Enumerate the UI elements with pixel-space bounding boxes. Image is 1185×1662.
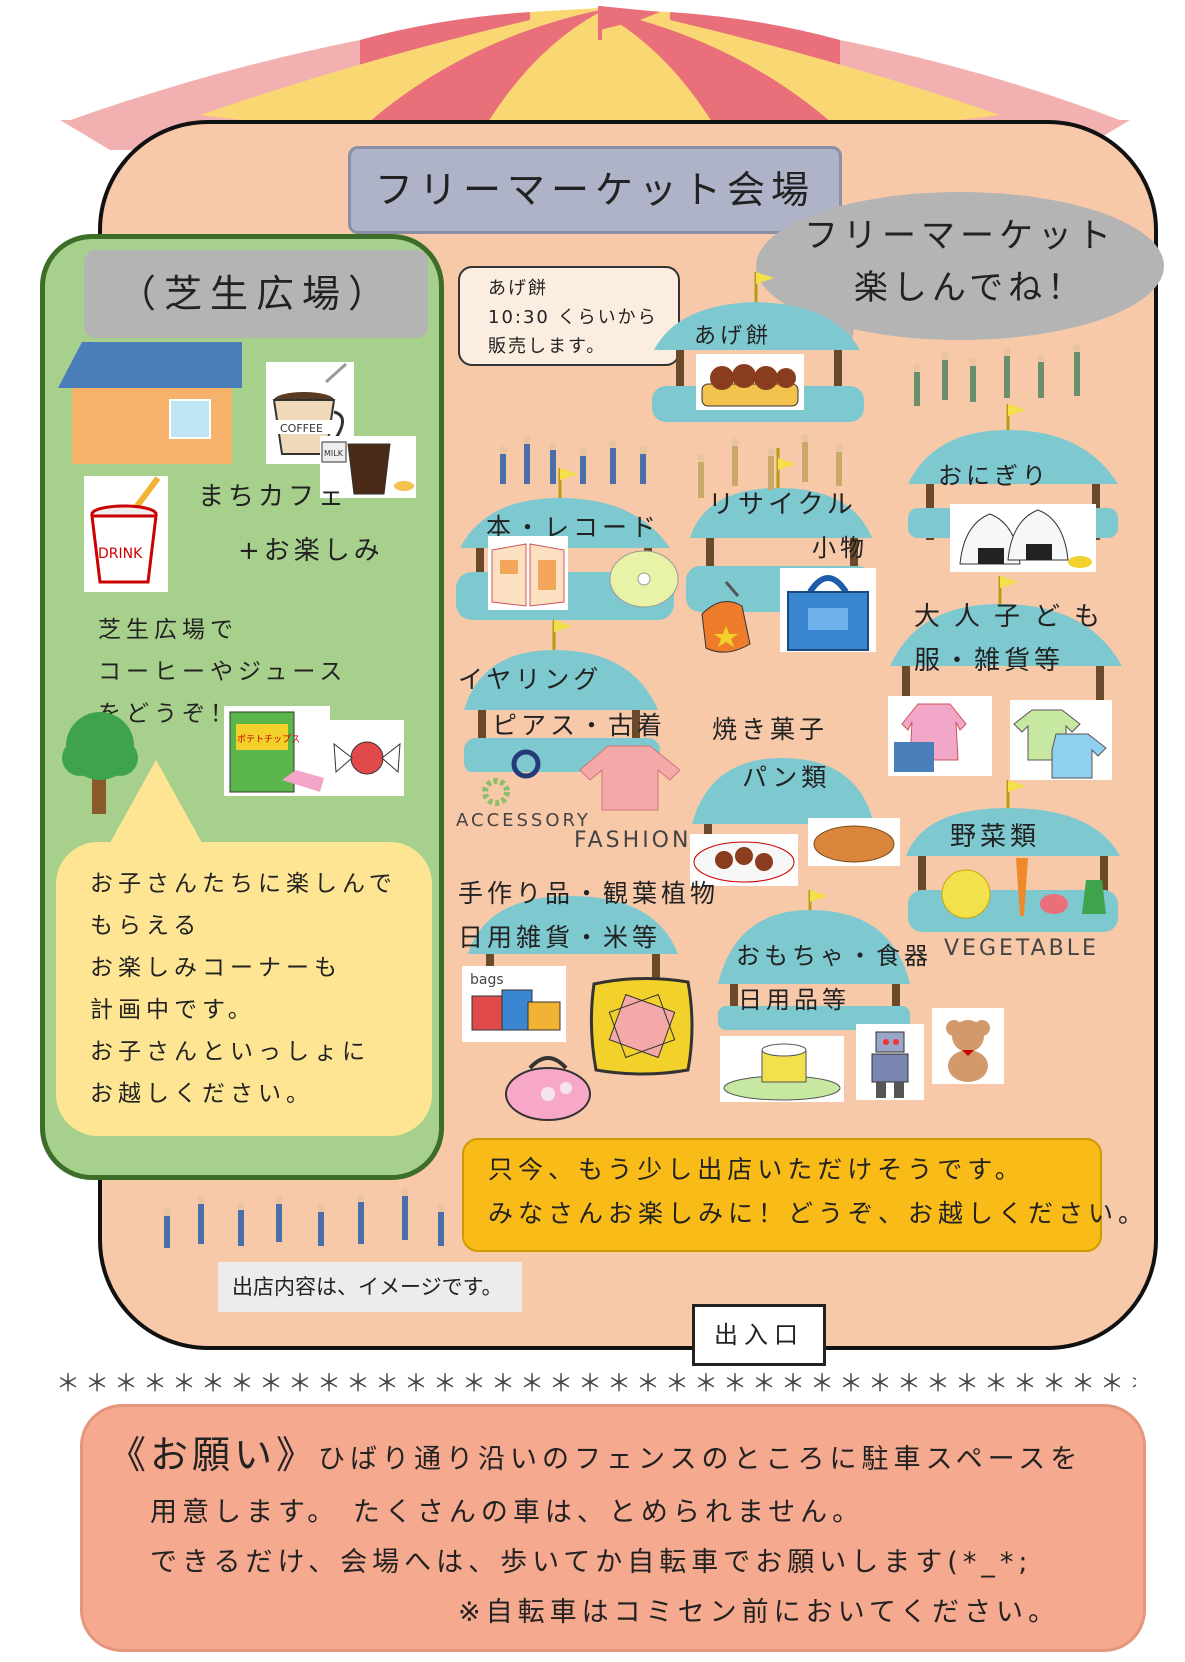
sweater-icon (579, 745, 681, 811)
bubble-line-2: 楽しんでね！ (853, 268, 1087, 308)
crowd-cluster (163, 1188, 445, 1248)
lawn-plaza-label-text: （芝生広場） (117, 272, 394, 316)
kids-text-1: お子さんたちに楽しんで (90, 871, 397, 897)
bubble-line-1: フリーマーケット (804, 216, 1116, 256)
tree-icon (62, 712, 138, 814)
crowd-cluster (499, 436, 647, 484)
necklace-icon (482, 749, 541, 806)
coin-purse-icon (505, 1056, 591, 1121)
agemochi-callout-line-3: 販売します。 (488, 336, 607, 357)
request-line-2: 用意します。 たくさんの車は、とめられません。 (150, 1497, 865, 1528)
robot-icon (856, 1024, 924, 1100)
stall-clothes-label-1: 大人子ども (914, 602, 1115, 632)
tote-bag-icon (780, 568, 876, 652)
stall-vegetables-label: 野菜類 (950, 822, 1041, 852)
dishes-icon (720, 1036, 844, 1102)
stall-handmade-label-2: 日用雑貨・米等 (458, 923, 662, 952)
book-icon (488, 536, 568, 610)
shirt-icon (1010, 700, 1112, 780)
kids-text-3: お楽しみコーナーも (90, 955, 342, 981)
stall-bakery-label-2: パン類 (742, 763, 831, 792)
cafe-title-line-2: +お楽しみ (238, 536, 384, 566)
kids-text-6: お越しください。 (90, 1081, 314, 1107)
teddy-bear-icon (932, 1008, 1004, 1084)
candy-icon (330, 720, 404, 796)
lawn-text-2: コーヒーやジュース (98, 659, 348, 685)
tent-roof (60, 6, 1130, 150)
onigiri-icon (950, 504, 1096, 572)
kids-text-5: お子さんといっしょに (90, 1039, 370, 1065)
kids-text-4: 計画中です。 (90, 997, 256, 1023)
kids-box-pointer (106, 760, 206, 850)
stall-clothes (890, 576, 1122, 702)
stall-onigiri-label: おにぎり (938, 462, 1050, 490)
svg-text:COFFEE: COFFEE (280, 422, 323, 435)
fashion-word: FASHION (574, 828, 692, 853)
cookies-icon (690, 834, 798, 886)
coffee-cup-icon: COFFEE (266, 362, 354, 464)
lawn-text-1: 芝生広場で (98, 617, 238, 643)
agemochi-food-icon (696, 354, 804, 410)
pouch-icon (701, 581, 751, 653)
asterisk-divider: ＊＊＊＊＊＊＊＊＊＊＊＊＊＊＊＊＊＊＊＊＊＊＊＊＊＊＊＊＊＊＊＊＊＊＊＊＊＊＊＊… (56, 1369, 1136, 1397)
cd-icon (609, 550, 679, 608)
stall-bakery-label-1: 焼き菓子 (712, 715, 829, 744)
kids-text-2: もらえる (90, 913, 202, 939)
entrance-sign: 出入口 (692, 1304, 826, 1366)
stall-agemochi-label: あげ餅 (694, 324, 773, 349)
stall-toys-label-2: 日用品等 (738, 986, 850, 1014)
iced-coffee-icon: MILK (320, 436, 416, 498)
stall-toys (718, 890, 910, 1030)
drink-cup-icon: DRINK (84, 476, 168, 592)
cafe-house-icon (58, 342, 242, 464)
chips-bag-icon: ポテトチップス (224, 706, 330, 796)
agemochi-callout-line-1: あげ餅 (488, 278, 548, 299)
svg-text:ポテトチップス: ポテトチップス (237, 734, 300, 745)
request-line-1-text: ひばり通り沿いのフェンスのところに駐車スペースを (318, 1444, 1083, 1475)
stall-recycle-label-1: リサイクル (708, 490, 857, 520)
vegetable-word: VEGETABLE (944, 936, 1099, 961)
lawn-plaza-label: （芝生広場） (84, 250, 428, 338)
svg-text:bags: bags (470, 972, 504, 988)
agemochi-callout: あげ餅 10:30 くらいから 販売します。 (458, 266, 680, 366)
request-line-1: 《お願い》ひばり通り沿いのフェンスのところに駐車スペースを (108, 1424, 1082, 1479)
stall-earrings-label-2: ピアス・古着 (492, 711, 667, 740)
venue-title-text: フリーマーケット会場 (374, 168, 815, 212)
stall-earrings-label-1: イヤリング (458, 665, 603, 694)
crowd-cluster (913, 344, 1081, 406)
request-box (80, 1404, 1146, 1652)
stall-clothes-label-2: 服・雑貨等 (914, 646, 1065, 676)
bags-icon: bags (462, 966, 566, 1042)
accessory-word: ACCESSORY (456, 810, 591, 831)
stall-recycle-label-2: 小物 (812, 534, 868, 562)
entrance-text: 出入口 (714, 1321, 804, 1349)
cafe-title-line-1: まちカフェ (198, 482, 349, 512)
stall-toys-label-1: おもちゃ・食器 (736, 942, 932, 970)
svg-text:MILK: MILK (324, 449, 344, 458)
crowd-cluster (697, 434, 843, 498)
vendor-notice: 只今、もう少し出店いただけそうです。 みなさんお楽しみに！どうぞ、お越しください… (462, 1138, 1149, 1252)
agemochi-callout-line-2: 10:30 くらいから (488, 307, 658, 328)
request-heading: 《お願い》 (108, 1433, 319, 1477)
kids-corner-box (56, 842, 432, 1136)
cushion-icon (589, 976, 694, 1076)
request-line-4: ※自転車はコミセン前においてください。 (458, 1597, 1061, 1628)
svg-text:DRINK: DRINK (98, 546, 143, 562)
kids-clothes-icon (888, 696, 992, 776)
notice-line-2: みなさんお楽しみに！どうぞ、お越しください。 (488, 1199, 1149, 1228)
vegetables-icon (941, 858, 1106, 919)
stall-handmade-label-1: 手作り品・観葉植物 (458, 879, 720, 908)
notice-line-1: 只今、もう少し出店いただけそうです。 (488, 1155, 1025, 1184)
venue-title: フリーマーケット会場 (348, 146, 842, 234)
image-disclaimer: 出店内容は、イメージです。 (218, 1262, 522, 1312)
bread-icon (808, 818, 900, 866)
request-line-3: できるだけ、会場へは、歩いてか自転車でお願いします(*_*; (150, 1547, 1033, 1578)
